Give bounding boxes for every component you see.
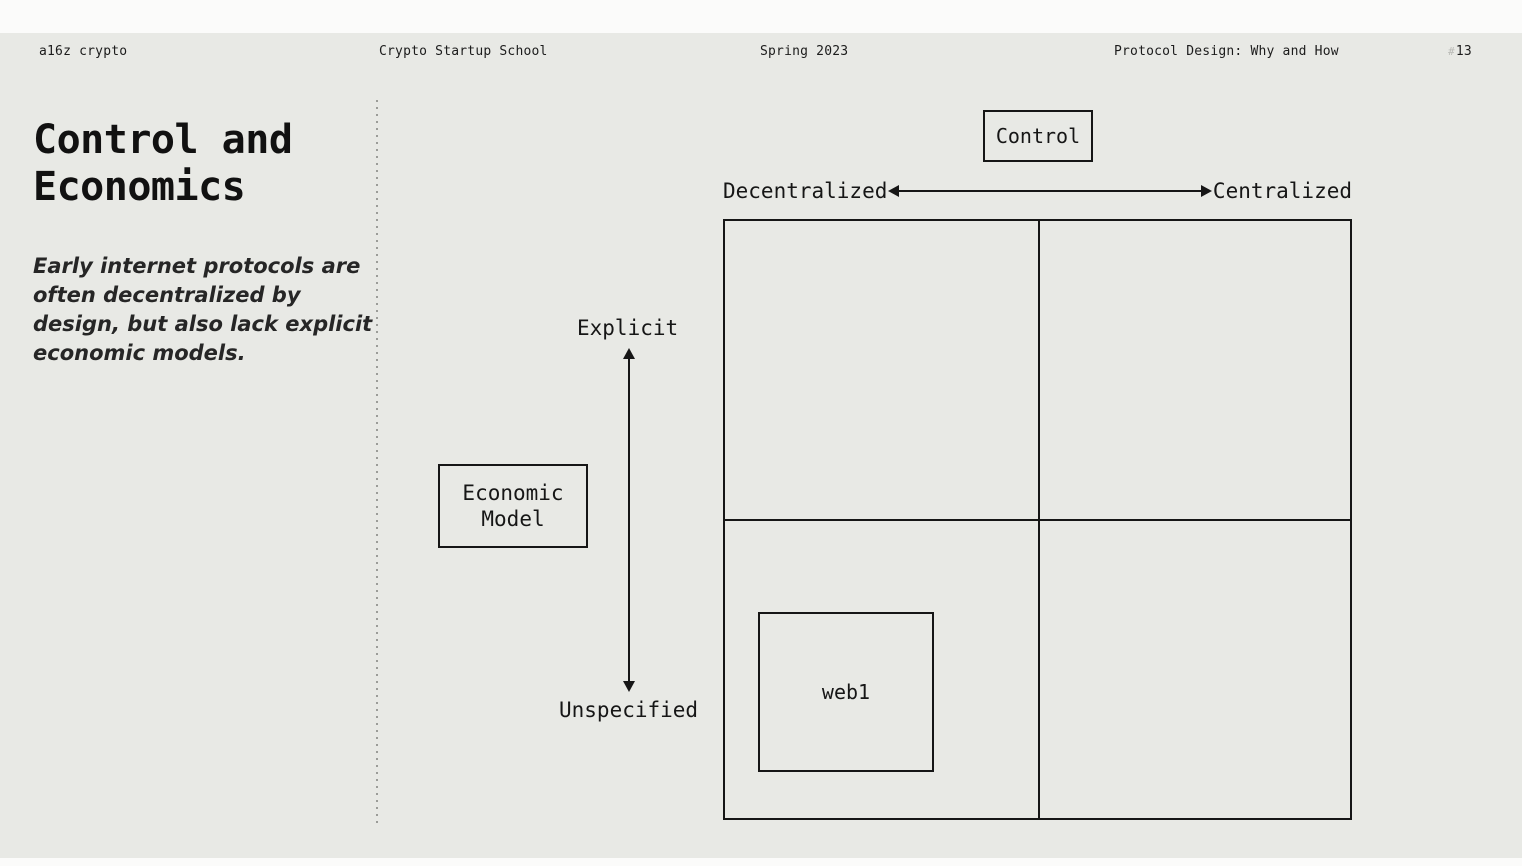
quadrant-grid: [723, 219, 1352, 820]
slide-title: Control and Economics: [33, 117, 293, 210]
web1-box: web1: [758, 612, 934, 772]
header-lecture: Protocol Design: Why and How: [1114, 44, 1339, 59]
page-number: #13: [1448, 44, 1472, 59]
y-axis-top-label: Explicit: [577, 316, 679, 340]
section-divider: [376, 100, 378, 828]
control-label: Control: [995, 124, 1081, 148]
x-axis: Decentralized Centralized: [723, 177, 1352, 205]
y-axis-arrow: [622, 348, 636, 692]
x-axis-left-label: Decentralized: [723, 179, 888, 203]
economic-model-label: Economic Model: [462, 481, 564, 531]
web1-label: web1: [821, 680, 871, 704]
y-axis-bottom-label: Unspecified: [559, 698, 699, 722]
x-axis-arrow: [888, 184, 1212, 198]
header-brand: a16z crypto: [39, 44, 128, 59]
economic-model-box: Economic Model: [438, 464, 588, 548]
slide-description: Early internet protocols are often decen…: [33, 254, 373, 365]
page-number-value: 13: [1455, 44, 1472, 59]
y-axis-arrow-shaft: [628, 357, 630, 683]
arrowhead-right-icon: [1200, 185, 1212, 197]
x-axis-right-label: Centralized: [1212, 179, 1352, 203]
slide: a16z crypto Crypto Startup School Spring…: [0, 33, 1522, 858]
arrowhead-down-icon: [623, 681, 635, 692]
grid-horizontal-divider: [725, 519, 1350, 521]
header-term: Spring 2023: [760, 44, 849, 59]
control-label-box: Control: [983, 110, 1093, 162]
header-course: Crypto Startup School: [379, 44, 548, 59]
page-number-prefix: #: [1448, 45, 1455, 58]
arrowhead-left-icon: [888, 185, 900, 197]
x-axis-arrow-shaft: [897, 190, 1203, 192]
arrowhead-up-icon: [623, 348, 635, 359]
